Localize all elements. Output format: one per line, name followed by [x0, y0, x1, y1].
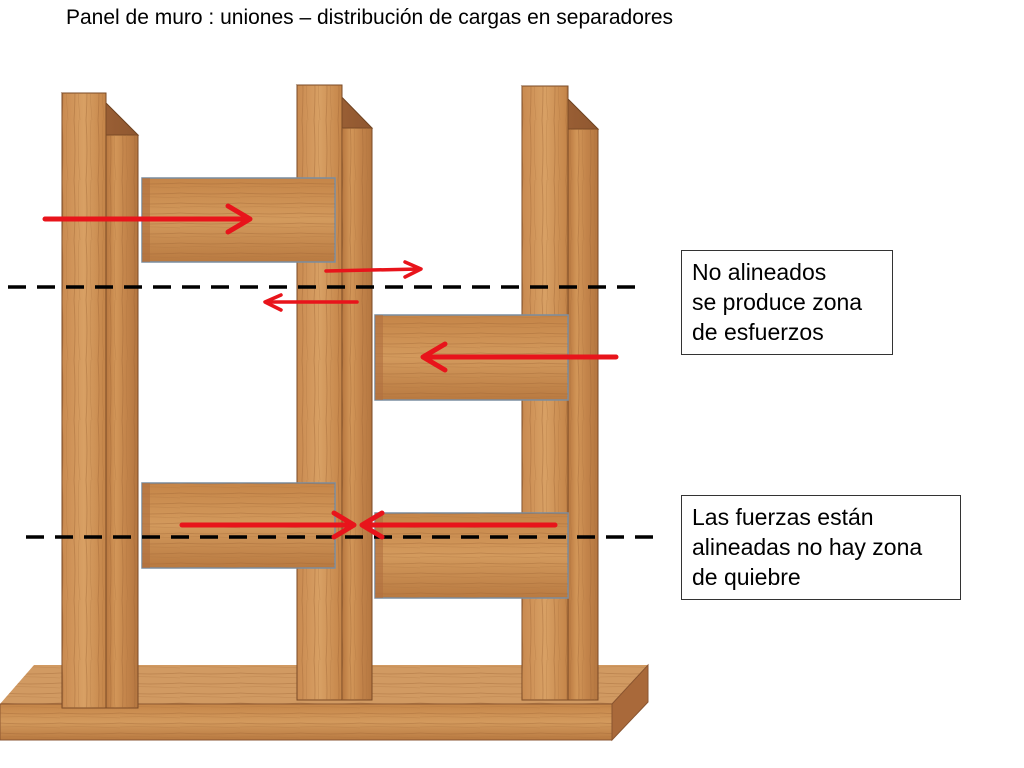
arrow-right-upper-block [42, 203, 253, 235]
callout-aligned-line-3: de quiebre [692, 564, 801, 590]
callout-misaligned: No alineados se produce zona de esfuerzo… [681, 250, 893, 355]
callout-aligned-line-1: Las fuerzas están [692, 504, 874, 530]
callout-misaligned-line-2: se produce zona [692, 289, 863, 315]
arrow-right-lower-block [179, 510, 357, 540]
diagram-title: Panel de muro : uniones – distribución d… [66, 6, 674, 29]
arrow-left-lower-block [359, 510, 558, 540]
callout-misaligned-line-3: de esfuerzos [692, 319, 824, 345]
stud-left [60, 92, 140, 709]
arrow-left-right-block [420, 341, 619, 373]
callout-aligned-line-2: alineadas no hay zona [692, 534, 923, 560]
callout-misaligned-line-1: No alineados [692, 259, 827, 285]
arrow-right-small [324, 260, 423, 279]
force-arrows [42, 203, 619, 540]
arrow-left-small [263, 293, 359, 312]
base-plate [0, 663, 649, 742]
callout-aligned: Las fuerzas están alineadas no hay zona … [681, 495, 961, 600]
